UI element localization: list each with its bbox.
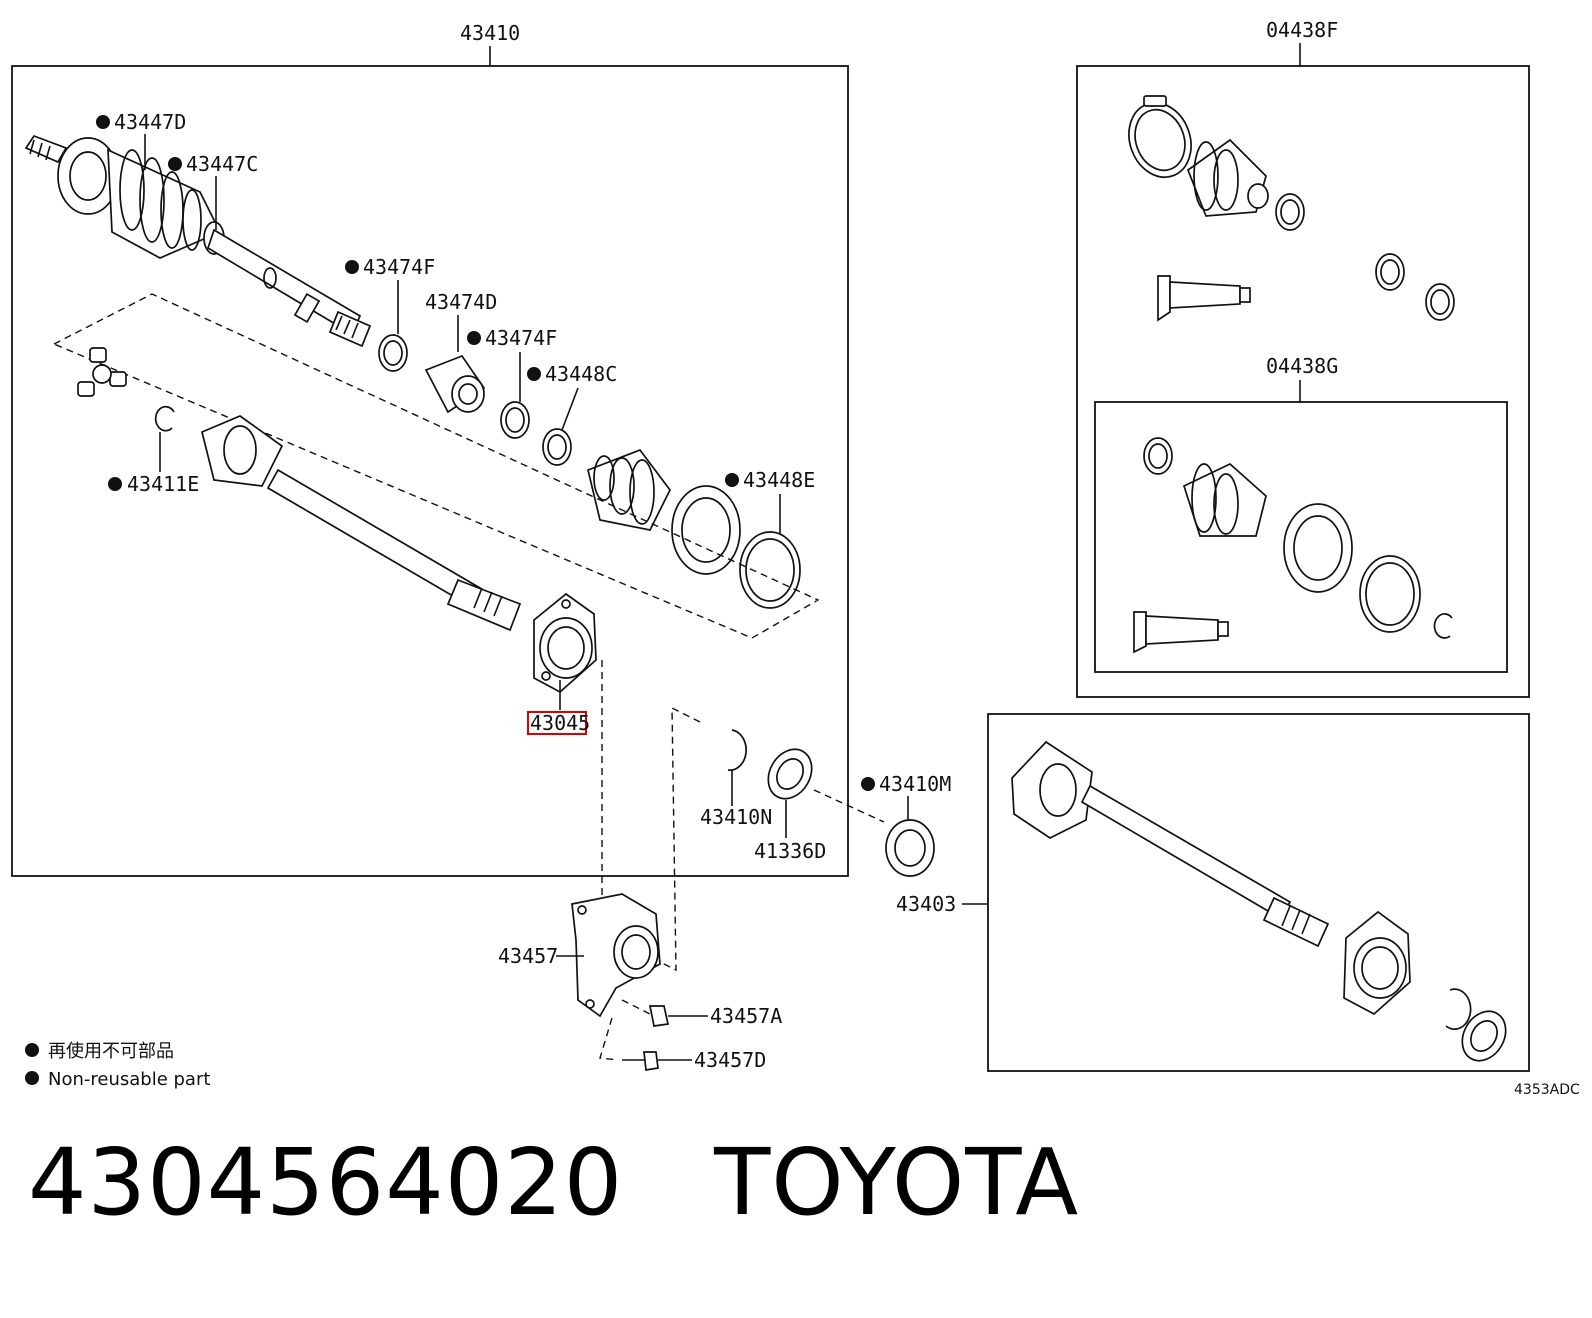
- group-label-43403: 43403: [896, 892, 956, 916]
- label-43448C: 43448C: [545, 362, 617, 386]
- highlight-43045: [527, 711, 587, 735]
- group-label-04438G: 04438G: [1266, 354, 1338, 378]
- alt-shaft-43403-parts: [1011, 740, 1507, 1062]
- group-04438F: 04438F: [1076, 18, 1530, 698]
- label-43410M: 43410M: [879, 772, 951, 796]
- legend-line-1: 再使用不可部品: [48, 1041, 174, 1062]
- boot-kit-04438G-parts: [1133, 437, 1453, 654]
- diagram-code: 4353ADC: [1514, 1082, 1580, 1098]
- boot-kit-04438F-parts: [1128, 95, 1455, 322]
- bearing-43410M: 43410M: [861, 772, 951, 877]
- label-43447C: 43447C: [186, 152, 258, 176]
- callout-43447C: 43447C: [168, 152, 258, 230]
- caption-part-number: 4304564020: [28, 1129, 624, 1236]
- label-43045: 43045: [530, 711, 590, 735]
- bearing-bracket-43045: 43045: [527, 592, 603, 906]
- snap-ring-43411E: 43411E: [108, 405, 199, 496]
- bolt-43457A: 43457A: [621, 999, 782, 1028]
- knuckle-guide-line: [659, 706, 701, 972]
- label-43474D: 43474D: [425, 290, 497, 314]
- label-43474F-b: 43474F: [485, 326, 557, 350]
- inboard-shaft: [200, 415, 522, 632]
- clamp-43474F-a: 43474F: [345, 255, 435, 372]
- group-04438G: 04438G: [1094, 354, 1508, 673]
- label-43457D: 43457D: [694, 1048, 766, 1072]
- frame-04438F: [1076, 65, 1530, 698]
- label-43457: 43457: [498, 944, 558, 968]
- legend: 再使用不可部品 Non-reusable part: [25, 1041, 210, 1090]
- group-43403: 43403: [896, 713, 1530, 1072]
- seal-41336D: 41336D: [754, 748, 885, 863]
- bolt-43457D: 43457D: [599, 1017, 766, 1072]
- exploded-view-boundary: [53, 293, 820, 639]
- group-label-04438F: 04438F: [1266, 18, 1338, 42]
- tripod-spider: [77, 347, 127, 397]
- callout-43447D: 43447D: [96, 110, 186, 170]
- label-43448E: 43448E: [743, 468, 815, 492]
- clamp-43474F-b: 43474F: [467, 326, 557, 439]
- clamp-43448C: 43448C: [527, 362, 617, 466]
- label-43411E: 43411E: [127, 472, 199, 496]
- group-43410: 43410: [11, 21, 849, 877]
- inner-boot: [586, 448, 741, 575]
- label-43457A: 43457A: [710, 1004, 782, 1028]
- clamp-43448E: 43448E: [725, 468, 815, 609]
- label-41336D: 41336D: [754, 839, 826, 863]
- snap-ring-43410N: 43410N: [700, 729, 772, 829]
- label-43474F-a: 43474F: [363, 255, 435, 279]
- legend-line-2: Non-reusable part: [48, 1069, 210, 1090]
- part-number-caption: 4304564020 TOYOTA: [28, 1132, 1079, 1233]
- frame-43403: [987, 713, 1530, 1072]
- frame-43410: [11, 65, 849, 877]
- label-43410N: 43410N: [700, 805, 772, 829]
- caption-brand: TOYOTA: [714, 1129, 1080, 1236]
- tripod-43474D: 43474D: [424, 290, 497, 414]
- bracket-43457: 43457: [498, 893, 661, 1018]
- group-label-43410: 43410: [460, 21, 520, 45]
- label-43447D: 43447D: [114, 110, 186, 134]
- frame-04438G: [1094, 401, 1508, 673]
- parts-diagram: 43410 04438F 04438G 43403: [11, 18, 1580, 1098]
- outer-cv-shaft: [24, 134, 372, 348]
